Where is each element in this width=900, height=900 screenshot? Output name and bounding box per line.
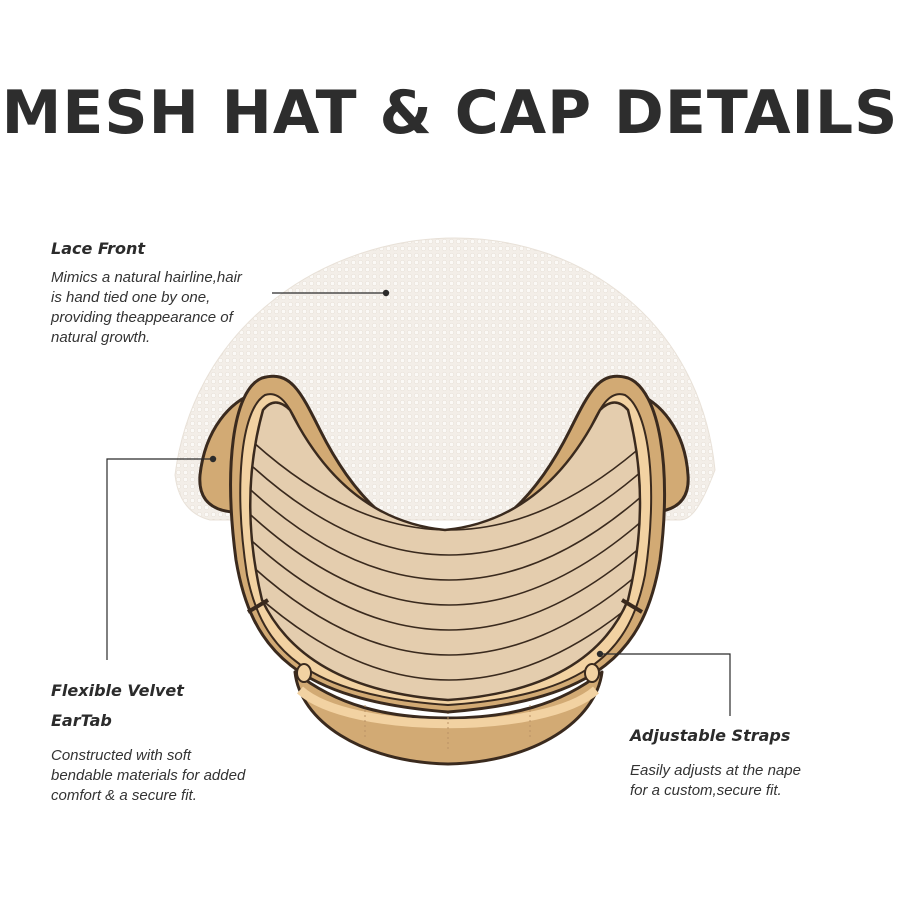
leader-dot-eartab <box>209 455 217 463</box>
strap-hook-left <box>296 663 312 683</box>
callout-description: Constructed with soft bendable materials… <box>51 747 246 804</box>
callout-heading: Adjustable Straps <box>630 726 791 745</box>
callout-description: Easily adjusts at the nape for a custom,… <box>630 762 801 799</box>
strap-clip-left <box>246 598 270 614</box>
leader-dot-lace <box>382 289 390 297</box>
leader-lines <box>106 292 731 716</box>
callout-description: Mimics a natural hairline,hair is hand t… <box>51 269 242 346</box>
leader-dot-straps <box>596 650 604 658</box>
callout-ear-tab: Flexible Velvet EarTab Constructed with … <box>51 676 245 806</box>
page-title: MESH HAT & CAP DETAILS <box>1 78 899 148</box>
callout-lace-front: Lace Front Mimics a natural hairline,hai… <box>51 239 242 348</box>
strap-clip-right <box>620 598 644 614</box>
callout-heading: Lace Front <box>51 239 145 258</box>
callout-heading: Flexible Velvet EarTab <box>51 681 184 730</box>
strap-hook-right <box>584 663 600 683</box>
callout-straps: Adjustable Straps Easily adjusts at the … <box>630 726 801 801</box>
